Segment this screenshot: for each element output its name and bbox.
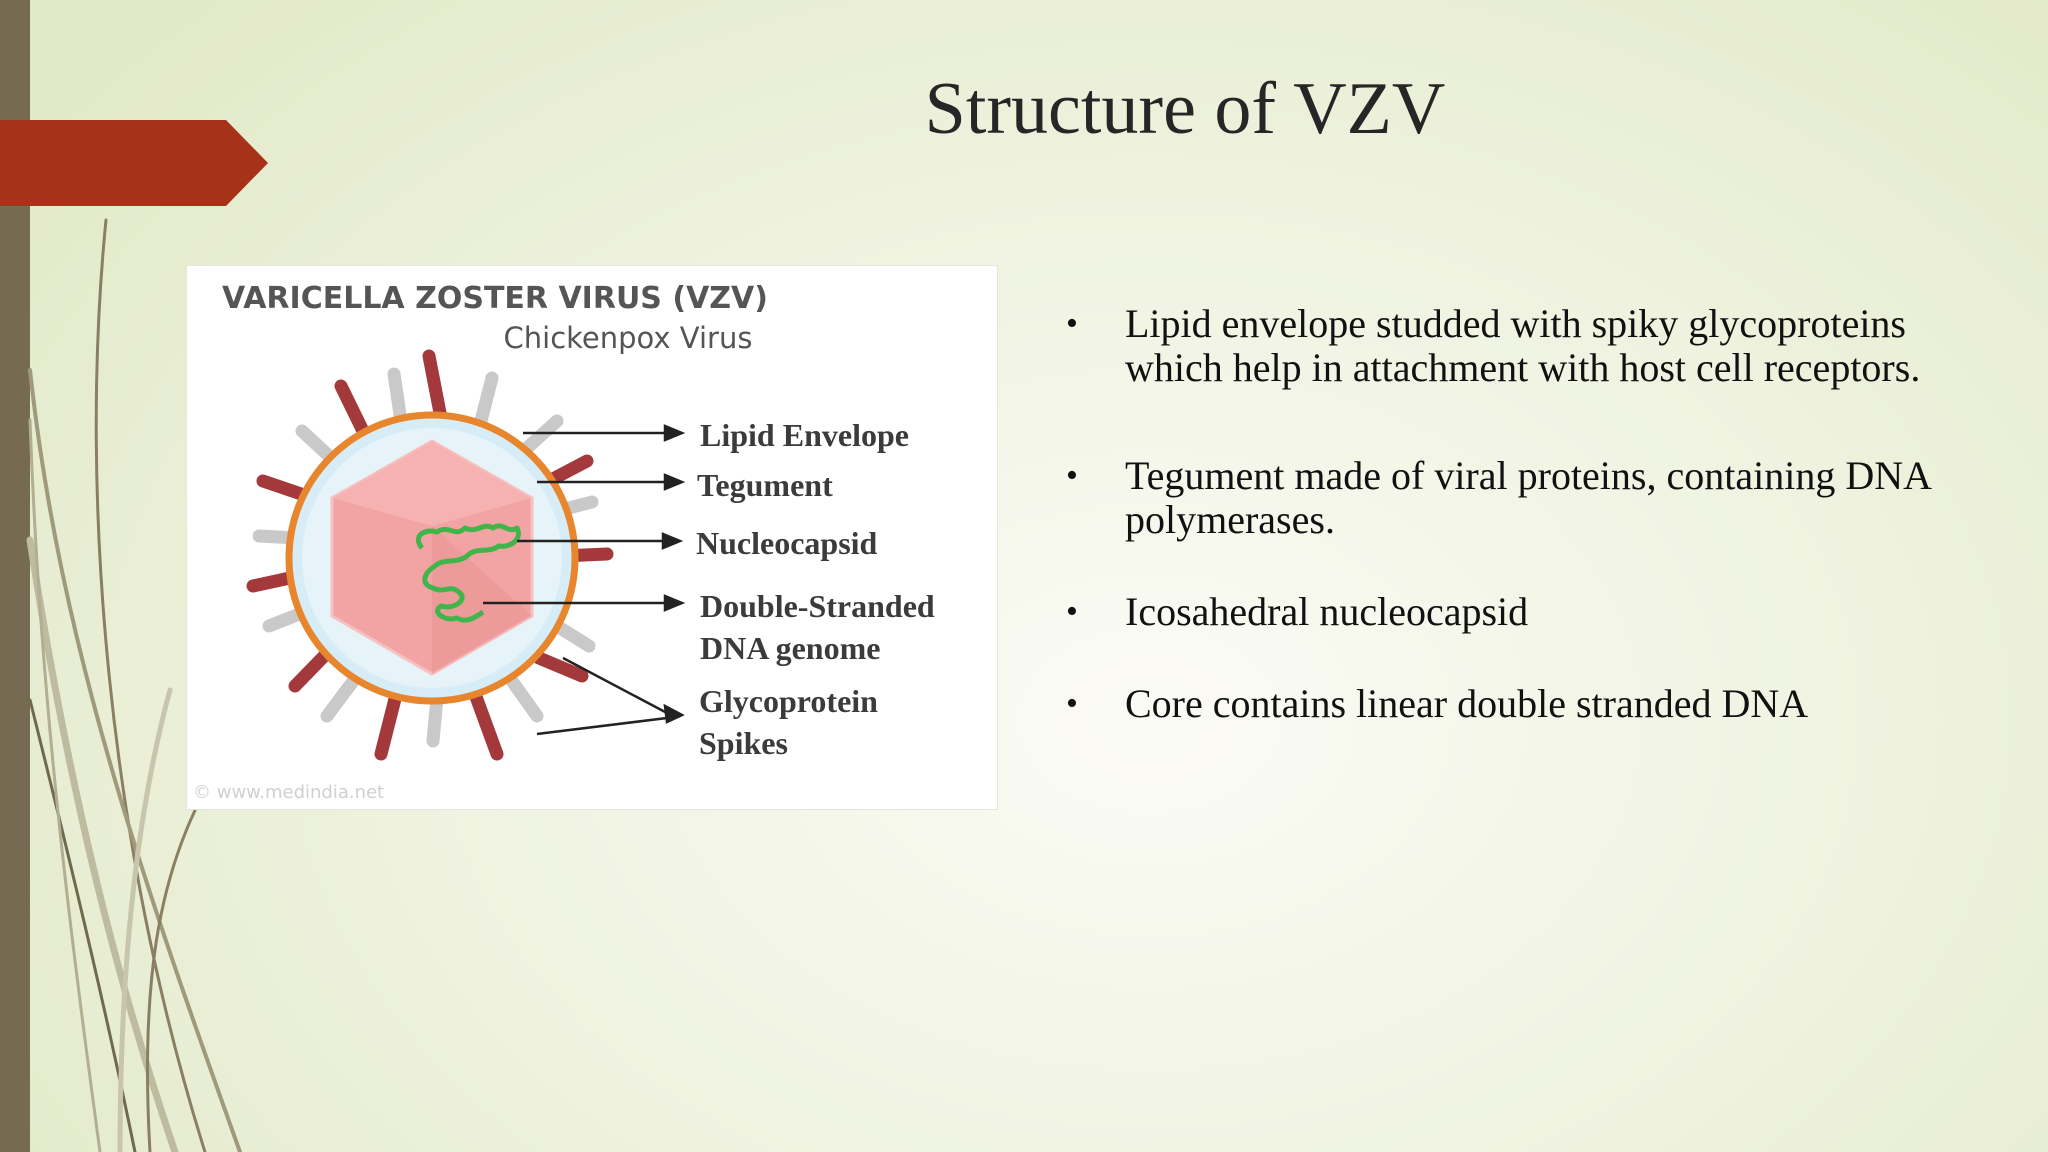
- figure-subheading: Chickenpox Virus: [504, 321, 753, 355]
- bullet-item: Core contains linear double stranded DNA: [1060, 682, 2000, 727]
- figure-credit-watermark: © www.medindia.net: [193, 782, 384, 803]
- bullet-list: Lipid envelope studded with spiky glycop…: [1060, 302, 2000, 727]
- capsid-facet-shadow: [432, 526, 532, 674]
- accent-tab-arrow: [0, 120, 268, 206]
- label-nucleocapsid: Nucleocapsid: [696, 525, 878, 561]
- capsid-facet: [332, 441, 532, 526]
- label-glycoprotein-line2: Spikes: [699, 725, 788, 761]
- label-dna-line2: DNA genome: [700, 630, 880, 666]
- label-glycoprotein-line1: Glycoprotein: [699, 683, 878, 719]
- label-arrows: [483, 424, 686, 736]
- vzv-diagram-figure: VARICELLA ZOSTER VIRUS (VZV) Chickenpox …: [186, 265, 998, 810]
- slide-title: Structure of VZV: [924, 68, 1446, 150]
- label-dna-line1: Double-Stranded: [700, 588, 935, 624]
- label-tegument: Tegument: [697, 467, 833, 503]
- glycoprotein-spikes: [246, 349, 614, 761]
- bullet-item: Tegument made of viral proteins, contain…: [1060, 454, 2000, 542]
- dna-genome-strand: [415, 523, 521, 623]
- figure-heading: VARICELLA ZOSTER VIRUS (VZV): [222, 281, 768, 316]
- bullet-item: Icosahedral nucleocapsid: [1060, 590, 2000, 635]
- decorative-grass-lines: [26, 218, 242, 1152]
- bullet-item: Lipid envelope studded with spiky glycop…: [1060, 302, 2000, 390]
- label-lipid-envelope: Lipid Envelope: [700, 417, 909, 453]
